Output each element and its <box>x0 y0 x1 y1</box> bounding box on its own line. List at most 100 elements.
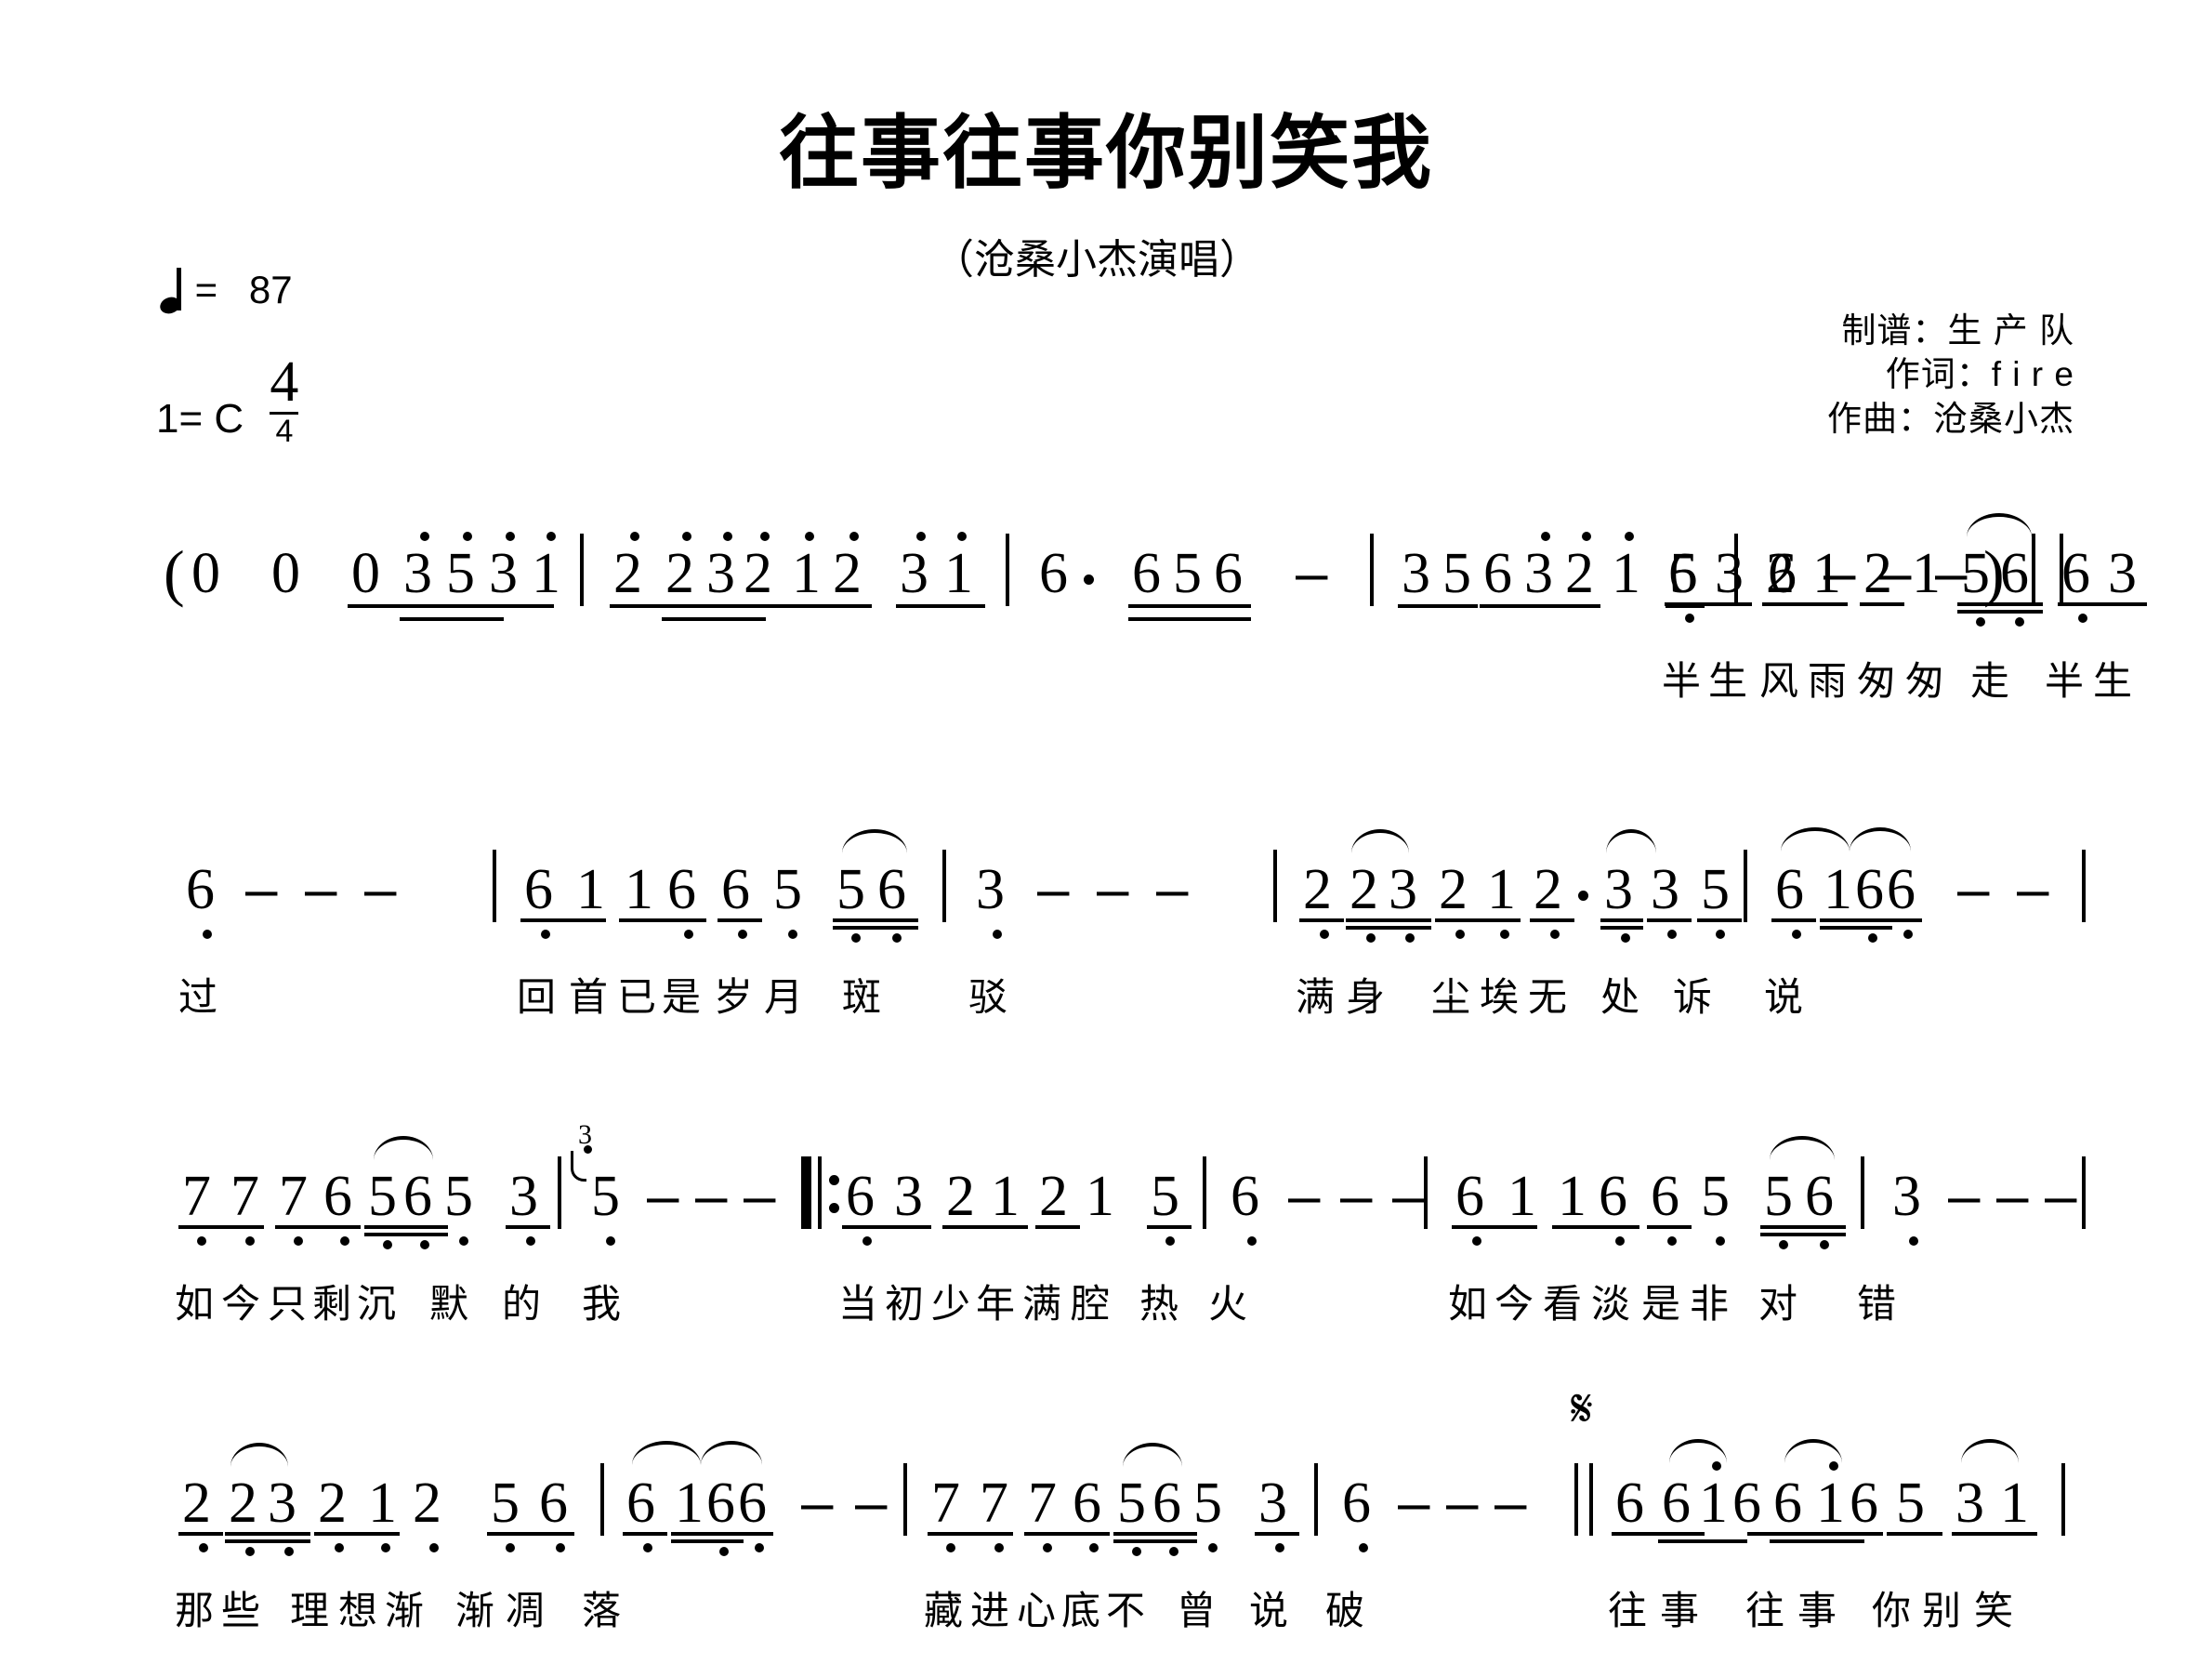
note: 2 <box>1303 858 1332 921</box>
lyric-syllable: 初 <box>885 1282 925 1326</box>
octave-dot-low <box>788 930 797 939</box>
beam <box>1957 602 2043 606</box>
note: 6 <box>1887 858 1916 921</box>
lyric-syllable: 底 <box>1061 1589 1101 1632</box>
note: 3 <box>1389 858 1417 921</box>
octave-dot-low <box>526 1236 535 1246</box>
barline <box>1734 534 1738 606</box>
beam <box>1665 602 1752 606</box>
note: 1 <box>576 858 605 921</box>
credit-composer: 作曲：沧桑小杰 <box>1827 399 2074 438</box>
hold-dash: – <box>245 857 278 921</box>
beam <box>1299 918 1344 922</box>
note: 6 <box>1850 1472 1878 1535</box>
note: 1 <box>1824 858 1852 921</box>
repeat-start-thin-barline <box>818 1156 822 1229</box>
lyric-syllable: 错 <box>1857 1282 1897 1326</box>
lyric-syllable: 已 <box>617 975 657 1019</box>
note: 5 <box>1151 1165 1179 1228</box>
grace-tail-icon <box>571 1151 586 1182</box>
beam <box>942 1225 1028 1229</box>
phrase-open-paren: ( <box>164 537 185 608</box>
note: 6 <box>539 1472 568 1535</box>
lyric-syllable: 走 <box>1970 659 2010 703</box>
octave-dot-high <box>506 532 515 541</box>
lyric-syllable: 别 <box>1922 1589 1962 1632</box>
note: 6 <box>1483 542 1512 605</box>
note: 5 <box>1173 542 1202 605</box>
hold-dash: – <box>1824 541 1856 605</box>
octave-dot-low <box>1820 1240 1829 1249</box>
time-signature: 4 4 <box>270 353 299 447</box>
note: 6 <box>1455 1165 1484 1228</box>
octave-dot-low <box>1208 1543 1218 1552</box>
beam <box>1024 1532 1110 1536</box>
octave-dot-low <box>994 1543 1004 1552</box>
lyric-syllable: 笑 <box>1974 1589 2014 1632</box>
octave-dot-low <box>556 1543 565 1552</box>
note: 6 <box>1855 858 1884 921</box>
note: 6 <box>1775 858 1804 921</box>
lyric-syllable: 过 <box>178 975 218 1019</box>
lyric-syllable: 首 <box>569 975 609 1019</box>
note: 2 <box>1766 542 1795 605</box>
note: 6 <box>403 1165 432 1228</box>
barline <box>580 534 584 606</box>
barline <box>2032 534 2035 606</box>
slur <box>1351 829 1409 853</box>
barline <box>903 1463 907 1536</box>
credit-lyricist: 作词：f i r e <box>1885 355 2074 394</box>
note: 3 <box>1892 1165 1921 1228</box>
note: 2 <box>665 542 694 605</box>
credits-block: 制谱：生 产 队 作词：f i r e 作曲：沧桑小杰 <box>1827 309 2074 441</box>
barline <box>2082 1156 2086 1229</box>
slur <box>701 1441 762 1465</box>
note: 7 <box>980 1472 1008 1535</box>
lyric-syllable: 破 <box>1325 1589 1365 1632</box>
note: 1 <box>1912 542 1941 605</box>
beam <box>623 1532 667 1536</box>
octave-dot-low <box>199 1543 208 1552</box>
octave-dot-low <box>993 930 1002 939</box>
note: 5 <box>836 858 865 921</box>
note: 2 <box>1534 858 1562 921</box>
octave-dot-high <box>760 532 770 541</box>
lyric-syllable: 满 <box>1296 975 1336 1019</box>
music-system-4: 2 2 3 2 1 2 5 6 那 些 理 想 渐 渐 凋 落 6 1 6 6 … <box>0 1383 2212 1664</box>
augmentation-dot <box>1578 891 1588 901</box>
octave-dot-low <box>1247 1236 1257 1246</box>
note: 3 <box>1402 542 1430 605</box>
note: 5 <box>1701 1165 1730 1228</box>
octave-dot-low <box>541 930 550 939</box>
beam <box>1820 918 1922 922</box>
hold-dash: – <box>1996 1164 2029 1228</box>
note: 5 <box>491 1472 520 1535</box>
lyric-syllable: 今 <box>1494 1282 1534 1326</box>
octave-dot-high <box>1541 532 1550 541</box>
lyric-syllable: 沉 <box>357 1282 397 1326</box>
octave-dot-low <box>1043 1543 1052 1552</box>
note: 5 <box>1764 1165 1793 1228</box>
octave-dot-low <box>643 1543 652 1552</box>
grace-note: 3 <box>578 1119 592 1150</box>
slur <box>842 829 907 853</box>
beam <box>1820 926 1892 930</box>
note: 1 <box>532 542 560 605</box>
octave-dot-low <box>584 1145 592 1154</box>
beam <box>833 926 918 930</box>
octave-dot-high <box>1829 1461 1838 1471</box>
note: 3 <box>894 1165 923 1228</box>
note: 5 <box>1701 858 1730 921</box>
barline <box>1744 850 1747 922</box>
note: 2 <box>1863 542 1892 605</box>
lyric-syllable: 理 <box>290 1589 330 1632</box>
note: 2 <box>182 1472 211 1535</box>
note: 2 <box>744 542 772 605</box>
beam <box>1600 918 1643 922</box>
note: 7 <box>1028 1472 1057 1535</box>
octave-dot-low <box>606 1236 615 1246</box>
beam <box>1398 604 1478 608</box>
octave-dot-low <box>381 1543 390 1552</box>
beam <box>314 1532 400 1536</box>
beam <box>225 1532 310 1536</box>
